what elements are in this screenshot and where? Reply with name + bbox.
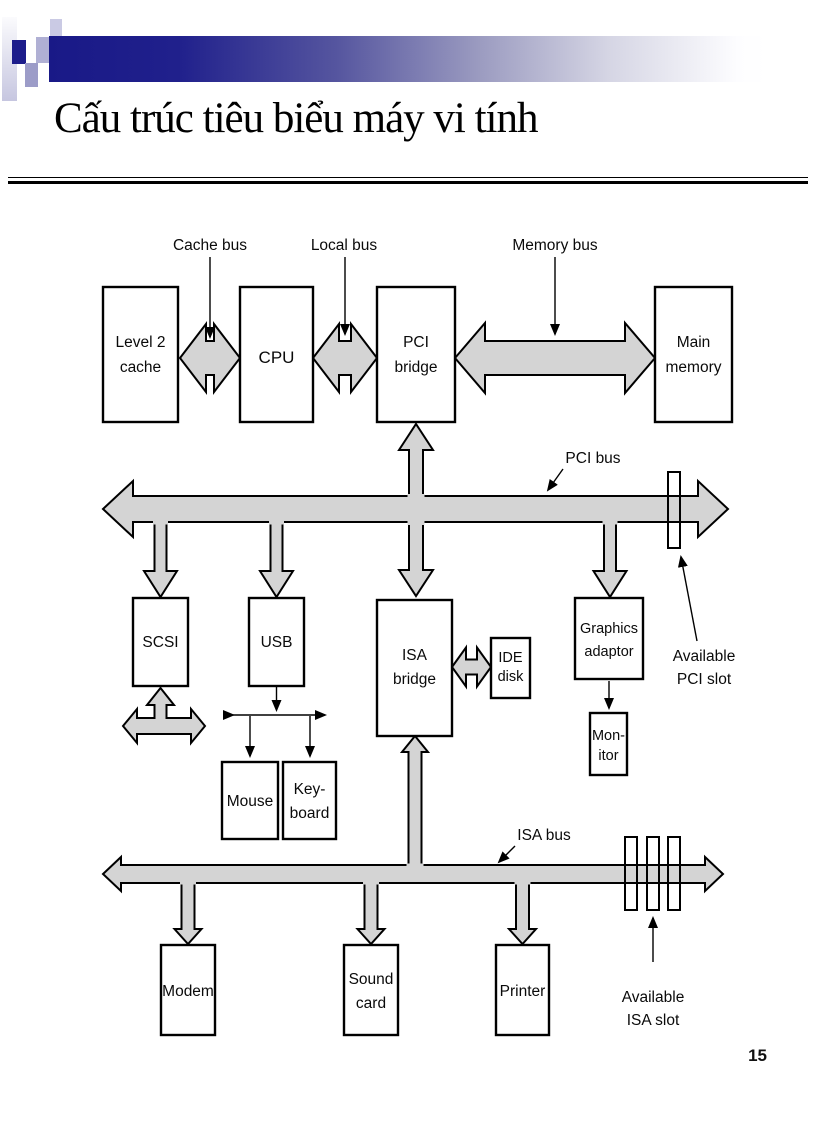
keyboard-label: Key- (294, 781, 326, 798)
modem-label: Modem (162, 983, 214, 1000)
decor-square-lower (25, 63, 38, 87)
ide-disk-label: IDE (498, 650, 523, 666)
junction-patch (153, 497, 168, 525)
junction-patch (363, 866, 379, 885)
graphics-adaptor-label: Graphics (580, 621, 638, 637)
cpu-label: CPU (259, 348, 295, 367)
main-memory-label: Main (677, 334, 711, 351)
available-isa-slot-label: Available (622, 989, 685, 1006)
cpu-box (238, 285, 315, 424)
scsi-label: SCSI (142, 634, 178, 651)
available-pci-slot-label: Available (673, 648, 736, 665)
mouse-box (220, 760, 280, 841)
isa-bridge-box (375, 598, 454, 738)
title-rule-thin (8, 177, 808, 178)
available-isa-slot-1 (624, 836, 638, 911)
decor-square-small (50, 19, 62, 37)
graphics-adaptor-label: adaptor (584, 644, 633, 660)
pci-bridge-label: PCI (403, 334, 429, 351)
main-memory-label: memory (666, 359, 722, 376)
pci-bus-label: PCI bus (565, 450, 620, 467)
sound-card-label: card (356, 995, 386, 1012)
slide-title: Cấu trúc tiêu biểu máy vi tính (54, 95, 539, 142)
level2-cache-label: Level 2 (116, 334, 166, 351)
ide-connector-arrow (450, 644, 493, 690)
printer-box (494, 943, 551, 1037)
page-number: 15 (748, 1046, 767, 1065)
level2-cache-box (101, 285, 180, 424)
pci-bridge-label: bridge (394, 359, 437, 376)
header-gradient-bar (49, 36, 766, 82)
usb-label: USB (261, 634, 293, 651)
keyboard-box (281, 760, 338, 841)
level2-cache-label: cache (120, 359, 161, 376)
mouse-label: Mouse (227, 793, 274, 810)
pci-bus-pointer (546, 468, 564, 492)
ide-disk-label: disk (498, 669, 525, 685)
isa-bus-to-isa-bridge-arrow (399, 734, 431, 875)
junction-patch (514, 866, 531, 885)
memory-bus-label: Memory bus (512, 237, 598, 254)
available-isa-slot-3 (667, 836, 681, 911)
sound-card-label: Sound (349, 971, 394, 988)
available-pci-slot (667, 471, 681, 549)
modem-box (159, 943, 217, 1037)
junction-patch (180, 866, 196, 885)
available-pci-slot-pointer (677, 555, 698, 642)
monitor-label: Mon- (592, 728, 625, 744)
local-bus-arrow (311, 321, 379, 395)
available-isa-slot-2 (646, 836, 660, 911)
junction-patch (269, 497, 284, 525)
junction-patch (406, 863, 424, 876)
sound-card-box (342, 943, 400, 1037)
isa-bus-label: ISA bus (517, 827, 571, 844)
main-memory-box (653, 285, 734, 424)
graphics-adaptor-box (573, 596, 645, 681)
scsi-box (131, 596, 190, 688)
pci-bridge-box (375, 285, 457, 424)
ide-disk-box (489, 636, 532, 700)
available-pci-slot-label: PCI slot (677, 671, 732, 688)
junction-patch (407, 494, 425, 525)
monitor-box (588, 711, 629, 777)
monitor-label: itor (598, 748, 618, 764)
printer-label: Printer (500, 983, 546, 1000)
junction-patch (602, 497, 618, 525)
isa-bus-pointer (497, 845, 516, 864)
decor-square-strip (2, 17, 17, 101)
isa-bridge-label: bridge (393, 671, 436, 688)
decor-square-navy (12, 40, 26, 64)
cache-bus-label: Cache bus (173, 237, 247, 254)
scsi-connector-arrow (121, 686, 207, 746)
title-rule-thick (8, 181, 808, 184)
keyboard-label: board (290, 805, 330, 822)
isa-bridge-label: ISA (402, 647, 428, 664)
usb-box (247, 596, 306, 688)
local-bus-label: Local bus (311, 237, 378, 254)
available-isa-slot-label: ISA slot (627, 1012, 680, 1029)
